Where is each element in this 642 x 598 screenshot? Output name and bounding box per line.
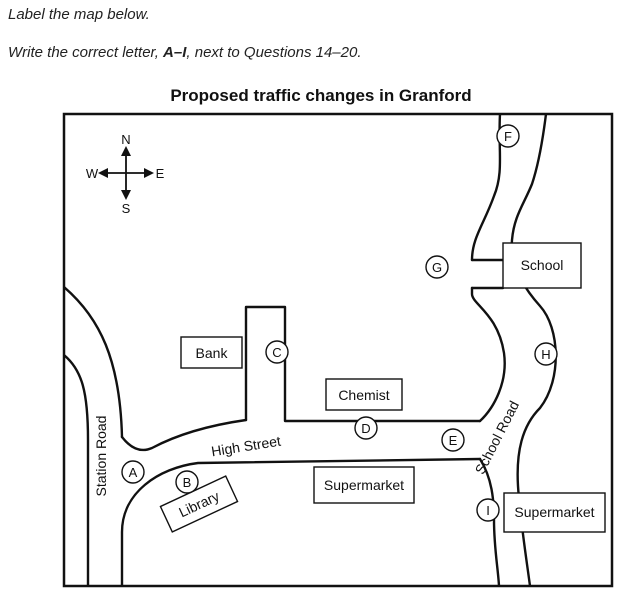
instruction-label-map: Label the map below. (8, 6, 150, 23)
supermarket-right-building (503, 492, 606, 533)
supermarket-right-label: Supermarket (514, 504, 594, 520)
marker-a-label: A (129, 465, 138, 480)
high-street-north-edge-west (120, 418, 248, 452)
marker-e-label: E (449, 433, 458, 448)
chemist-building (325, 378, 403, 411)
marker-a-circle (121, 460, 145, 484)
school-label: School (521, 257, 564, 273)
high-street-south-edge (120, 457, 482, 586)
station-road-inner-edge (64, 353, 90, 586)
map-title: Proposed traffic changes in Granford (170, 86, 472, 105)
chemist-label: Chemist (338, 387, 389, 403)
compass-arrowheads (98, 146, 154, 200)
marker-f-circle (496, 124, 520, 148)
school-building (502, 242, 582, 289)
bank-label: Bank (196, 345, 229, 361)
compass-rose (104, 152, 148, 196)
bank-building (180, 336, 243, 369)
marker-b-label: B (183, 475, 192, 490)
marker-e-circle (441, 428, 465, 452)
marker-c-circle (265, 340, 289, 364)
school-road-west-edge-south (470, 286, 506, 423)
compass-east-label: E (156, 166, 165, 181)
instruction-prefix: Write the correct letter, (8, 44, 164, 61)
compass-west-label: W (86, 166, 99, 181)
marker-h-circle (534, 342, 558, 366)
marker-d-label: D (361, 421, 370, 436)
supermarket-centre-building (313, 466, 415, 504)
marker-i-circle (476, 498, 500, 522)
supermarket-centre-label: Supermarket (324, 477, 404, 493)
instruction-letter-range: A–I (163, 44, 187, 61)
instruction-suffix: , next to Questions 14–20. (186, 44, 362, 61)
marker-g-circle (425, 255, 449, 279)
marker-f-label: F (504, 129, 512, 144)
marker-h-label: H (541, 347, 550, 362)
station-road-outer-edge (64, 285, 124, 439)
marker-c-label: C (272, 345, 281, 360)
side-street-c-edge (244, 305, 482, 423)
location-markers (121, 124, 558, 522)
instruction-write-letter: Write the correct letter, A–I, next to Q… (8, 44, 362, 61)
marker-i-label: I (486, 503, 490, 518)
marker-b-circle (175, 470, 199, 494)
station-road-label: Station Road (93, 416, 109, 497)
compass-south-label: S (122, 201, 131, 216)
marker-d-circle (354, 416, 378, 440)
marker-g-label: G (432, 260, 442, 275)
compass-north-label: N (121, 132, 130, 147)
school-road-east-edge (510, 114, 557, 586)
